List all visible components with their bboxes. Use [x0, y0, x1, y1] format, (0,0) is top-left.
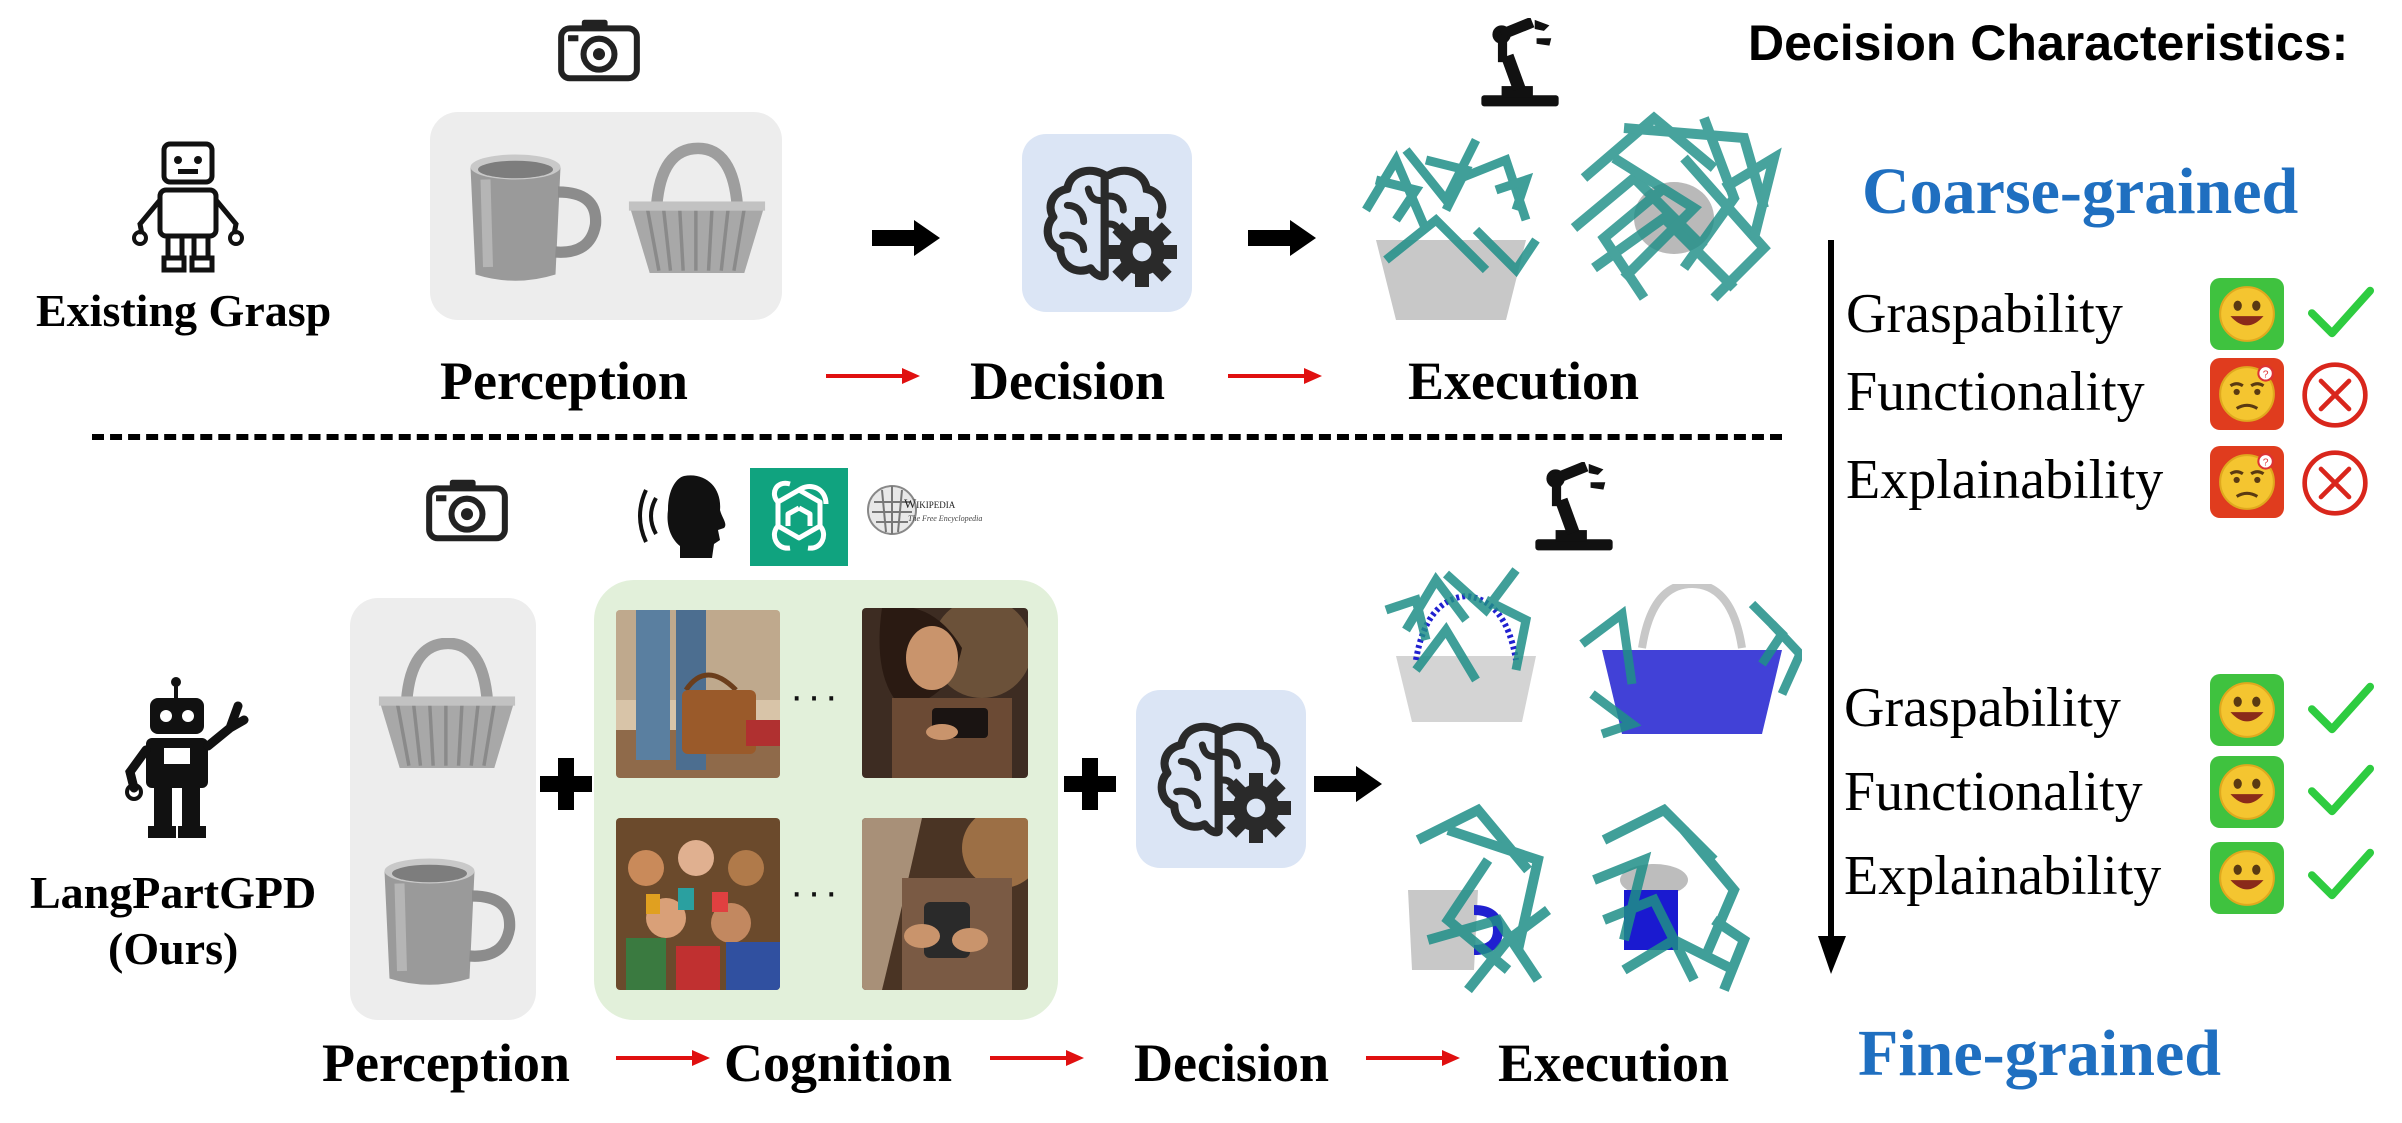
fine-functionality-label: Functionality — [1844, 761, 2143, 823]
fine-explainability-label: Explainability — [1844, 845, 2162, 907]
wikipedia-title: Wikipedia — [904, 496, 956, 511]
image-woman-wallet — [862, 608, 1028, 778]
plus-icon — [1064, 758, 1116, 815]
check-icon — [2306, 846, 2376, 907]
speaking-head-icon — [636, 466, 736, 566]
fine-functionality-face — [2210, 756, 2284, 828]
decision-characteristics-title: Decision Characteristics: — [1748, 15, 2349, 71]
image-group-cups — [616, 818, 780, 990]
coarse-explainability-face — [2210, 446, 2284, 518]
flow-arrow-red — [826, 364, 922, 393]
brain-gear-icon — [1037, 154, 1177, 294]
grasp-execution-basket-coarse — [1356, 120, 1546, 330]
flow-arrow — [1314, 764, 1384, 809]
coarse-functionality-label: Functionality — [1846, 361, 2145, 423]
ours-label: (Ours) — [108, 923, 239, 974]
check-icon — [2306, 762, 2376, 823]
grasp-execution-basket-body — [1572, 579, 1806, 744]
coarse-graspability-face — [2210, 278, 2284, 350]
grasp-execution-basket-handle — [1376, 560, 1556, 730]
stage-label-execution: Execution — [1498, 1033, 1730, 1093]
stage-label-perception: Perception — [322, 1033, 570, 1093]
stage-label-cognition: Cognition — [724, 1033, 953, 1093]
stage-label-perception: Perception — [440, 351, 688, 411]
camera-icon — [424, 474, 510, 544]
cognition-images-panel: ··· ··· — [594, 580, 1058, 1020]
check-icon — [2306, 284, 2376, 345]
basket-object — [372, 638, 522, 778]
grasp-execution-mug-body — [1584, 800, 1754, 1000]
flow-arrow-red — [1366, 1046, 1462, 1075]
plus-icon — [540, 758, 592, 815]
robot-arm-icon — [1524, 462, 1624, 554]
robot-arm-icon — [1470, 18, 1570, 110]
granularity-arrow — [1812, 240, 1852, 985]
image-handbag-carry — [616, 610, 780, 778]
fine-graspability-face — [2210, 674, 2284, 746]
mug-object — [458, 142, 608, 292]
happy-face-icon — [2216, 679, 2278, 741]
check-icon — [2306, 680, 2376, 741]
decision-brain-panel — [1136, 690, 1306, 868]
robot-icon — [128, 138, 248, 278]
perception-objects-panel — [430, 112, 782, 320]
fine-explainability-face — [2210, 842, 2284, 914]
camera-icon — [556, 14, 642, 84]
grasp-execution-mug-coarse — [1564, 98, 1784, 320]
section-divider — [92, 434, 1782, 440]
stage-label-decision: Decision — [1134, 1033, 1329, 1093]
robot-ours-icon — [120, 676, 250, 846]
happy-face-icon — [2216, 283, 2278, 345]
flow-arrow — [872, 218, 942, 263]
flow-arrow — [1248, 218, 1318, 263]
fine-grained-title: Fine-grained — [1858, 1017, 2221, 1090]
image-hands-mug — [862, 818, 1028, 990]
chatgpt-icon — [750, 468, 848, 566]
ellipsis: ··· — [790, 870, 842, 914]
cross-icon — [2300, 360, 2370, 435]
ellipsis: ··· — [790, 674, 842, 718]
coarse-grained-title: Coarse-grained — [1862, 155, 2299, 228]
flow-arrow-red — [616, 1046, 712, 1075]
happy-face-icon — [2216, 847, 2278, 909]
stage-label-decision: Decision — [970, 351, 1165, 411]
perception-objects-panel — [350, 598, 536, 1020]
flow-arrow-red — [990, 1046, 1086, 1075]
langpartgpd-label: LangPartGPD — [30, 867, 317, 918]
happy-face-icon — [2216, 761, 2278, 823]
mug-object — [372, 846, 522, 996]
existing-grasp-label: Existing Grasp — [36, 285, 332, 336]
coarse-functionality-face — [2210, 358, 2284, 430]
coarse-graspability-label: Graspability — [1846, 283, 2123, 345]
grasp-execution-mug-handle — [1388, 800, 1558, 1000]
coarse-explainability-label: Explainability — [1846, 449, 2164, 511]
wikipedia-subtitle: The Free Encyclopedia — [908, 514, 983, 523]
fine-graspability-label: Graspability — [1844, 677, 2121, 739]
decision-brain-panel — [1022, 134, 1192, 312]
wikipedia-icon: Wikipedia The Free Encyclopedia — [864, 482, 983, 556]
flow-arrow-red — [1228, 364, 1324, 393]
sad-face-icon — [2216, 363, 2278, 425]
sad-face-icon — [2216, 451, 2278, 513]
cross-icon — [2300, 448, 2370, 523]
brain-gear-icon — [1151, 710, 1291, 850]
stage-label-execution: Execution — [1408, 351, 1640, 411]
basket-object — [622, 138, 772, 288]
